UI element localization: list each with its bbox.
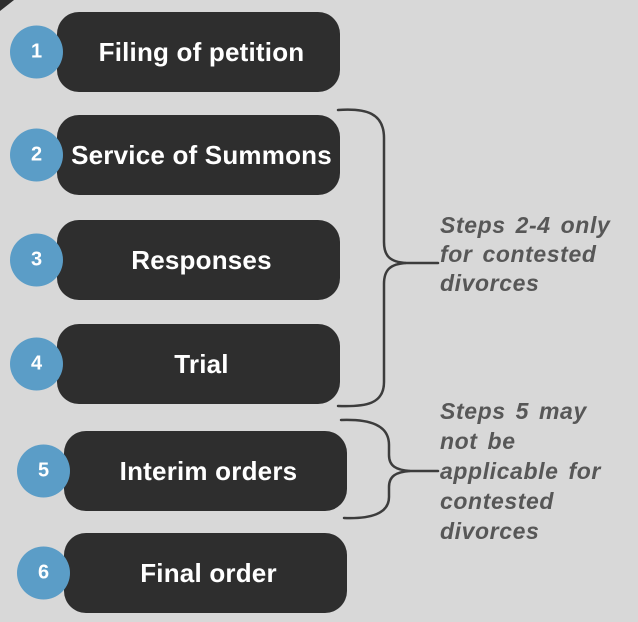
step-number: 5 [37, 459, 50, 482]
step-row-1: Filing of petition 1 [10, 12, 340, 92]
step-row-4: Trial 4 [10, 324, 340, 404]
step-row-3: Responses 3 [10, 220, 340, 300]
step-number: 6 [37, 561, 50, 584]
annotation-contested-steps: Steps 2-4 only for contested divorces [440, 212, 611, 296]
corner-decoration [0, 0, 14, 11]
step-number: 4 [30, 352, 43, 375]
step-row-2: Service of Summons 2 [10, 115, 340, 195]
step-label: Responses [131, 244, 272, 275]
annotation-interim-orders: Steps 5 may not be applicable for contes… [440, 398, 601, 544]
step-number-badge: 4 [10, 337, 63, 391]
step-number-badge: 6 [17, 546, 70, 600]
step-number: 2 [30, 143, 43, 166]
step-box-3: Responses [57, 220, 340, 300]
step-label: Trial [174, 348, 229, 379]
step-box-2: Service of Summons [57, 115, 340, 195]
step-number-badge: 3 [10, 233, 63, 287]
step-row-5: Interim orders 5 [17, 431, 347, 511]
step-label: Final order [140, 557, 277, 588]
step-number: 1 [30, 40, 43, 63]
bracket-steps-2-4 [336, 108, 407, 408]
step-label: Filing of petition [98, 36, 305, 67]
step-box-1: Filing of petition [57, 12, 340, 92]
step-label: Interim orders [119, 455, 298, 486]
step-number: 3 [30, 248, 43, 271]
step-box-6: Final order [64, 533, 347, 613]
step-label: Service of Summons [71, 139, 332, 170]
step-box-5: Interim orders [64, 431, 347, 511]
step-number-badge: 1 [10, 25, 63, 79]
step-number-badge: 5 [17, 444, 70, 498]
step-box-4: Trial [57, 324, 340, 404]
step-number-badge: 2 [10, 128, 63, 182]
step-row-6: Final order 6 [17, 533, 347, 613]
bracket-step-5 [339, 418, 411, 520]
